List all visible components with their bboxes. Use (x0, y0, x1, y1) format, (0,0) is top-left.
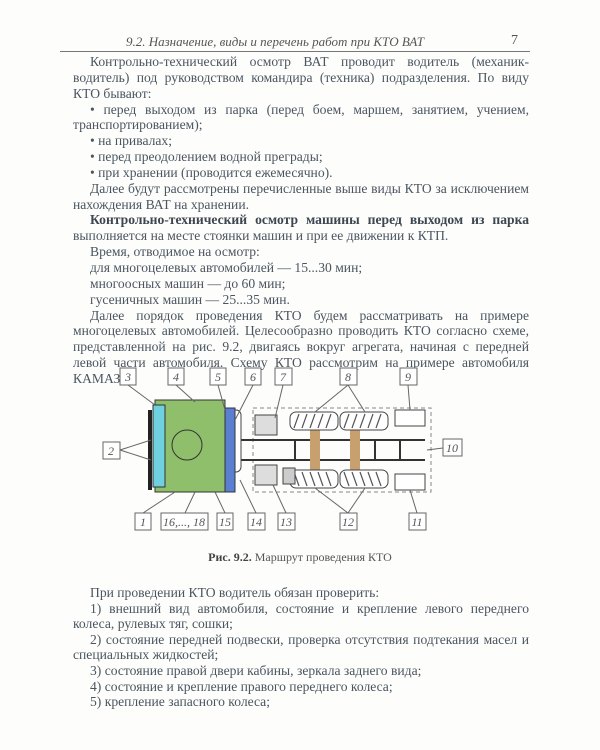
label-7: 7 (280, 370, 287, 384)
label-11: 11 (411, 515, 422, 529)
paragraph: Далее порядок проведения КТО будем рассм… (73, 307, 529, 386)
checklist-title: При проведении КТО водитель обязан прове… (90, 585, 380, 600)
figure-caption: Рис. 9.2. Маршрут проведения КТО (0, 550, 600, 565)
label-4: 4 (173, 370, 179, 384)
header-title: 9.2. Назначение, виды и перечень работ п… (125, 34, 425, 49)
frame (235, 439, 425, 461)
tank (254, 464, 278, 486)
label-13: 13 (280, 515, 292, 529)
hatch (171, 429, 203, 461)
intro-text: Контрольно-технический осмотр ВАТ провод… (73, 54, 529, 387)
caption-number: Рис. 9.2. (208, 550, 252, 564)
windshield (152, 404, 166, 488)
time-item: гусеничных машин — 25...35 мин. (90, 291, 290, 307)
label-3: 3 (124, 370, 131, 384)
cab (154, 399, 226, 493)
page-number: 7 (511, 33, 518, 48)
wheels (226, 409, 389, 489)
time-item: для многоцелевых автомобилей — 15...30 м… (90, 259, 363, 275)
label-boxes (102, 367, 463, 531)
spare-box (394, 473, 426, 491)
battery (282, 467, 296, 485)
label-10: 10 (446, 441, 458, 455)
paragraph-rest: выполняется на месте стоянки машин и при… (73, 228, 449, 244)
bold-heading: Контрольно-технический осмотр машины пер… (90, 212, 529, 228)
tread-pattern (293, 413, 382, 487)
label-15: 15 (219, 515, 231, 529)
bullet-item: • перед преодолением водной преграды; (90, 149, 323, 165)
bullet-item: • перед выходом из парка (перед боем, ма… (73, 101, 529, 133)
checklist-item: 1) внешний вид автомобиля, состояние и к… (73, 600, 529, 632)
label-5: 5 (215, 370, 221, 384)
checklist-item: 3) состояние правой двери кабины, зеркал… (90, 662, 422, 678)
caption-text: Маршрут проведения КТО (251, 550, 392, 564)
kto-route-diagram: 3 4 5 6 7 8 9 2 10 1 16,..., 18 15 14 13… (102, 367, 463, 531)
bullet-item: • на привалах; (90, 133, 172, 149)
paragraph: Контрольно-технический осмотр ВАТ провод… (73, 54, 529, 101)
checklist-item: 5) крепление запасного колеса; (90, 694, 270, 710)
label-8: 8 (345, 370, 351, 384)
leader-lines (119, 384, 444, 514)
label-2: 2 (108, 444, 114, 458)
spare-box (394, 409, 426, 427)
label-14: 14 (250, 515, 262, 529)
checklist-item: 4) состояние и крепление правого передне… (90, 678, 393, 694)
label-16-18: 16,..., 18 (163, 515, 205, 529)
label-6: 6 (250, 370, 256, 384)
tank (254, 414, 278, 436)
paragraph: Контрольно-технический осмотр машины пер… (73, 212, 529, 244)
checklist-item: 2) состояние передней подвески, проверка… (73, 631, 529, 663)
time-title: Время, отводимое на осмотр: (90, 244, 260, 260)
bullet-item: • при хранении (проводится ежемесячно). (90, 164, 333, 180)
label-12: 12 (342, 515, 354, 529)
label-9: 9 (405, 370, 411, 384)
time-item: многоосных машин — до 60 мин; (90, 275, 286, 291)
label-1: 1 (140, 515, 146, 529)
checklist: При проведении КТО водитель обязан прове… (73, 585, 529, 710)
paragraph: Далее будут рассмотрены перечисленные вы… (73, 180, 529, 212)
running-header: 9.2. Назначение, виды и перечень работ п… (60, 33, 530, 52)
